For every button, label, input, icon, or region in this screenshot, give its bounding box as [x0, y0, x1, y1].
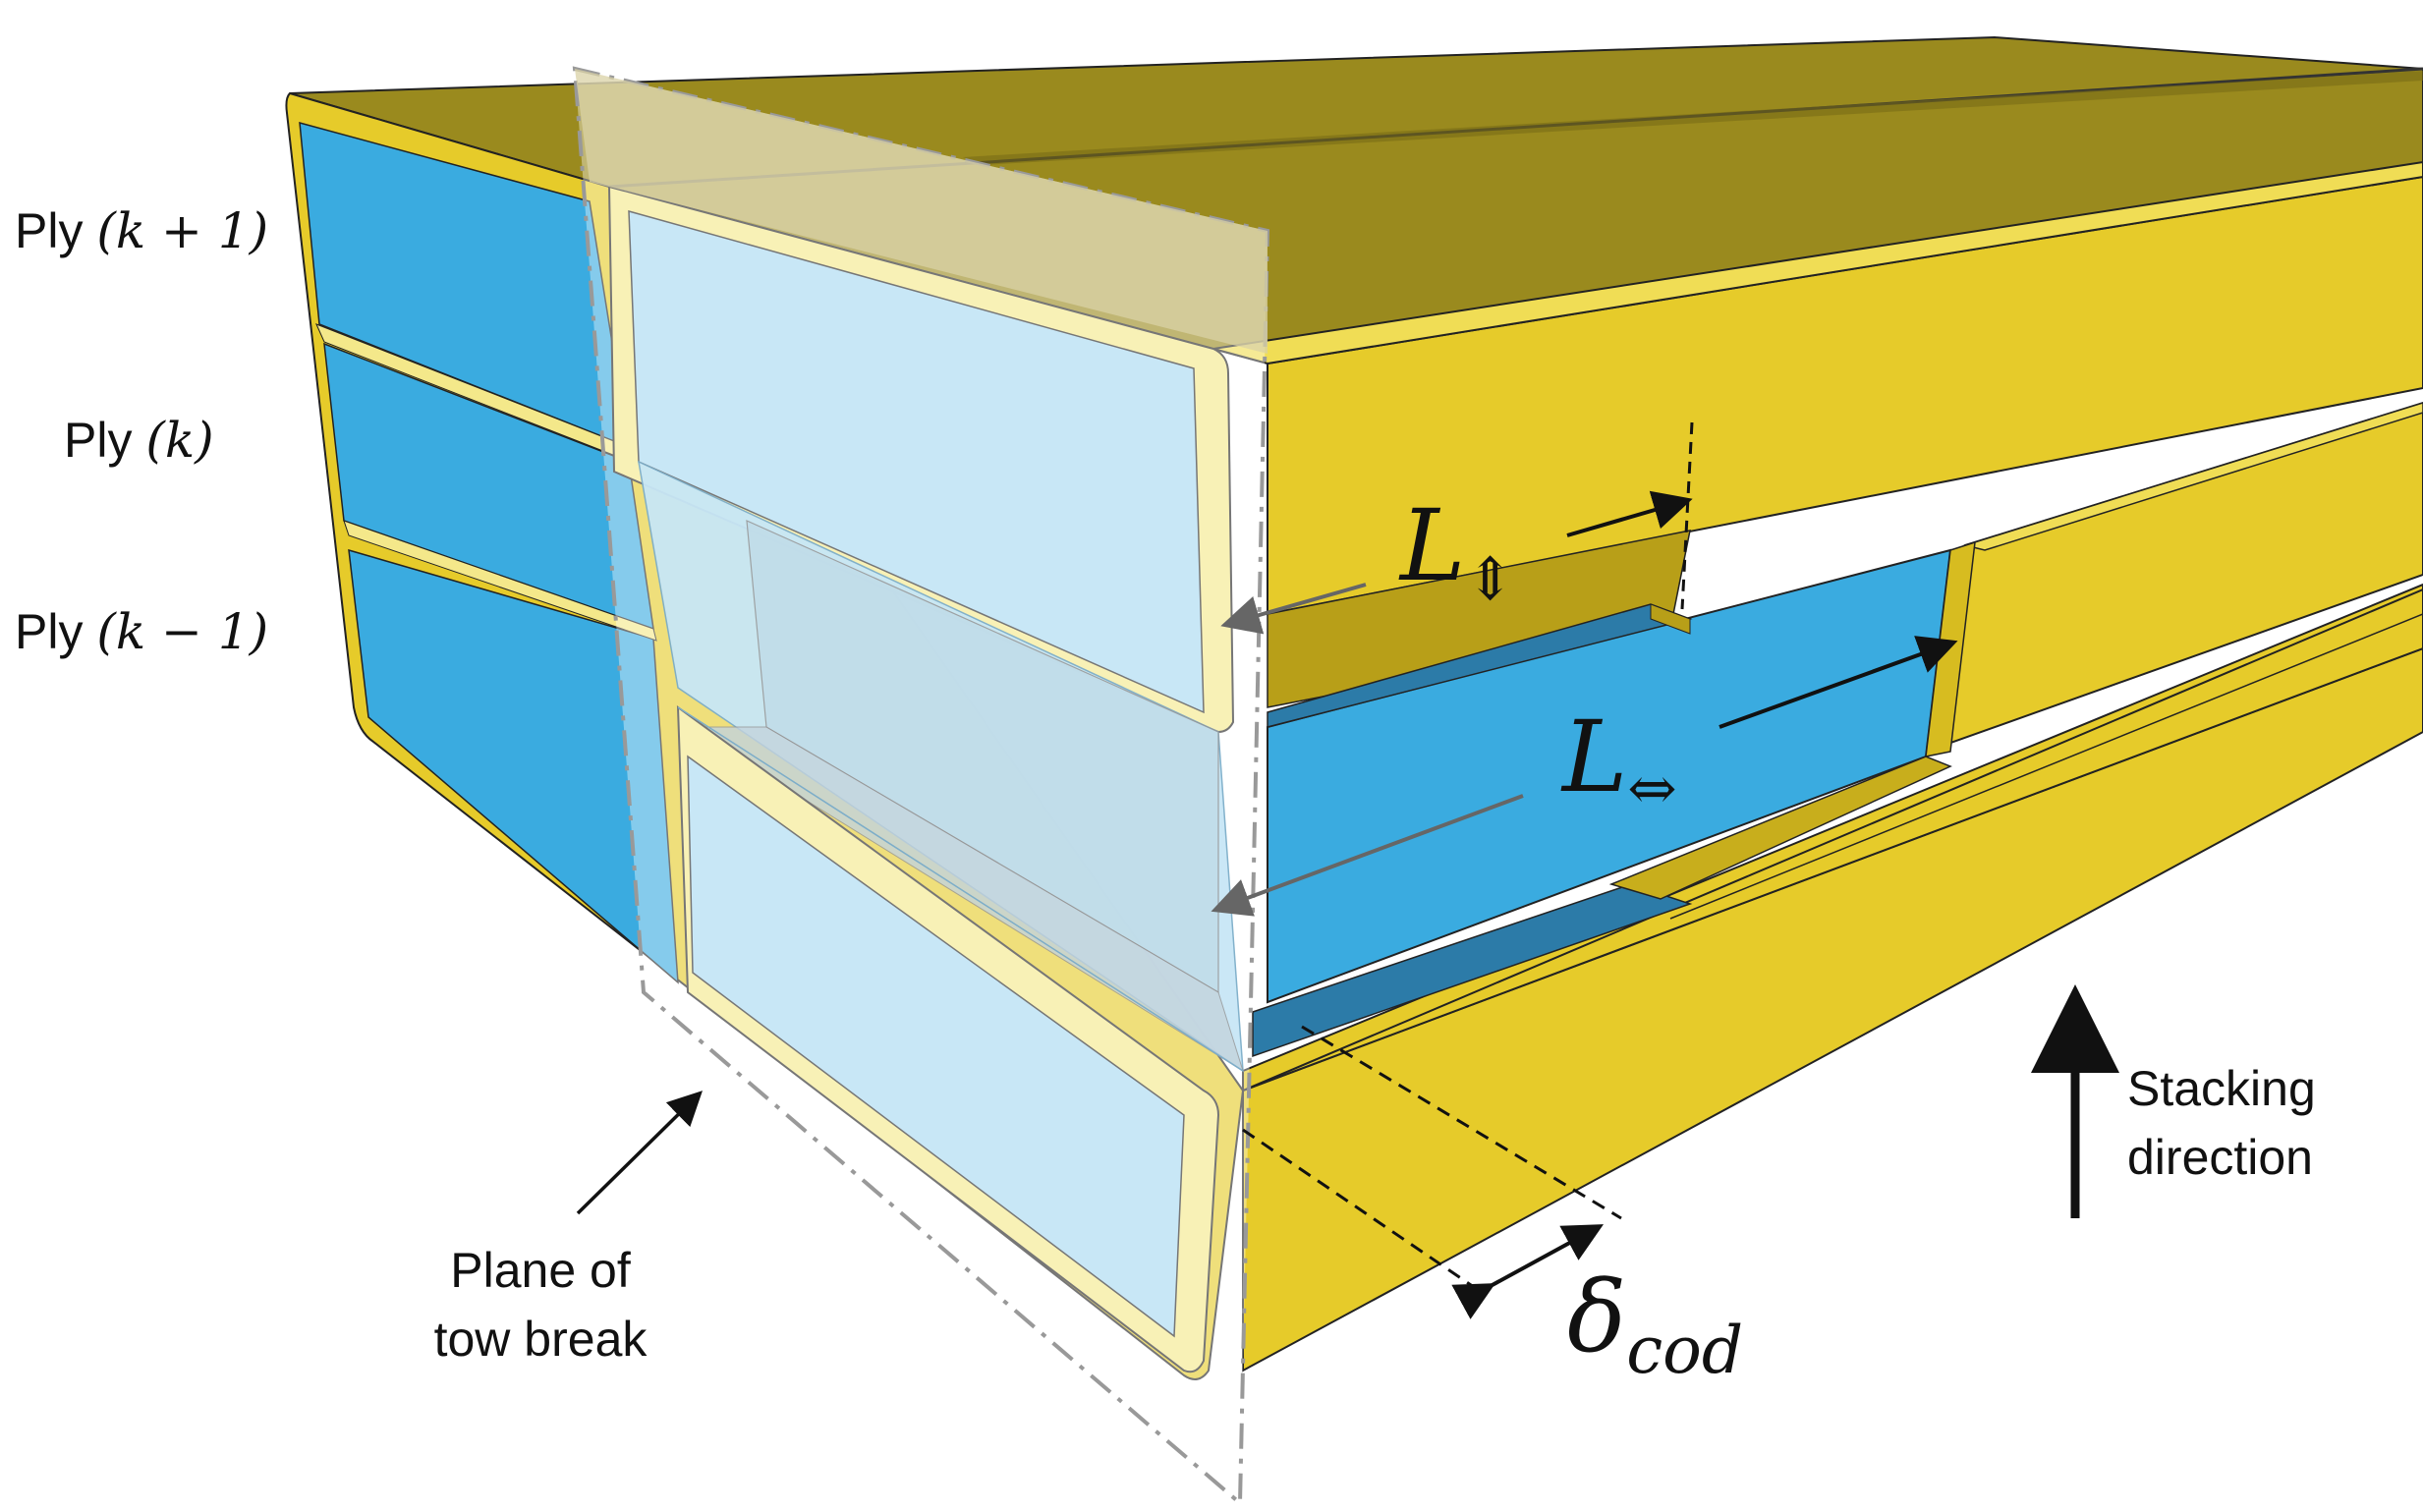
delta-cod-symbol: δcod — [1567, 1260, 1743, 1388]
delta-dashed-guide-2 — [1242, 1128, 1475, 1289]
dimension-symbols: L⇕ L⇔ δcod — [1398, 488, 1743, 1388]
stacking-label-line2: direction — [2127, 1130, 2313, 1185]
ply-lower-label: Ply (k − 1) — [15, 603, 268, 660]
stacking-label-line1: Stacking — [2127, 1061, 2316, 1116]
l-vertical-left-arrow — [1220, 583, 1367, 635]
plane-label-line2: tow break — [434, 1312, 648, 1367]
dimension-lines — [576, 421, 2119, 1319]
annotations: Plane of tow break Stacking direction — [434, 1061, 2316, 1367]
plane-label-line1: Plane of — [450, 1243, 631, 1298]
laminate-top-face — [289, 35, 2423, 365]
tow-break-plane — [572, 66, 1270, 1508]
laminate-right-side — [1212, 160, 2423, 1372]
l-vertical-right-arrow — [1566, 490, 1693, 537]
ply-middle-label: Ply (k) — [64, 412, 214, 469]
l-horizontal-symbol: L⇔ — [1560, 700, 1677, 823]
delta-dashed-guide-1 — [1301, 1025, 1622, 1220]
l-vertical-symbol: L⇕ — [1398, 488, 1515, 614]
plane-pointer-arrow — [576, 1091, 703, 1215]
l-vertical-dashed-guide — [1680, 421, 1694, 610]
l-horizontal-left-arrow — [1211, 794, 1524, 917]
ply-labels: Ply (k + 1) Ply (k) Ply (k − 1) — [15, 202, 268, 660]
plane-cut-faces — [607, 185, 1244, 1373]
delta-arrow — [1451, 1224, 1605, 1319]
broken-tow-gap — [1252, 530, 1976, 1058]
ply-upper-label: Ply (k + 1) — [15, 202, 268, 259]
l-horizontal-right-arrow — [1719, 636, 1958, 729]
